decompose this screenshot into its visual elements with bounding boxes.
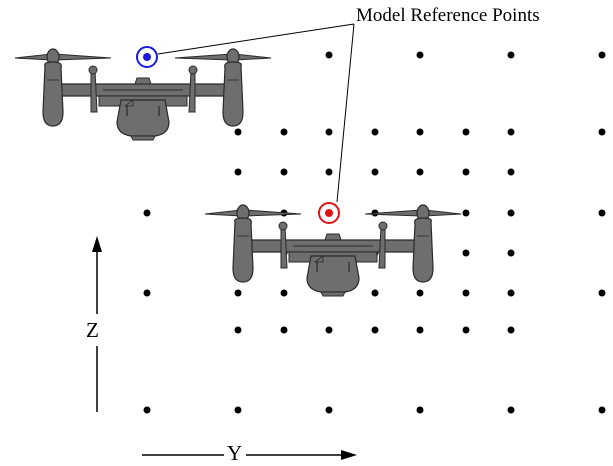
grid-dot [462, 209, 470, 217]
grid-dot [280, 168, 288, 176]
grid-dot [234, 406, 242, 414]
grid-dot [234, 168, 242, 176]
grid-dot [280, 289, 288, 297]
grid-dot [280, 128, 288, 136]
grid-dot [325, 51, 333, 59]
grid-dot [371, 326, 379, 334]
grid-dot [598, 406, 606, 414]
grid-dot [234, 128, 242, 136]
leader-line-red [336, 23, 355, 203]
grid-dot [598, 289, 606, 297]
grid-dot [462, 128, 470, 136]
grid-dot [462, 168, 470, 176]
grid-dot [507, 249, 515, 257]
z-axis-label: Z [86, 318, 99, 342]
grid-dot [371, 289, 379, 297]
grid-dot [507, 289, 515, 297]
grid-dot [416, 51, 424, 59]
reference-point-blue [136, 46, 158, 68]
grid-dot [234, 326, 242, 334]
diagram-title: Model Reference Points [356, 5, 540, 26]
leader-line-blue [157, 23, 355, 55]
grid-dot [325, 168, 333, 176]
grid-dot [462, 326, 470, 334]
grid-dot [371, 128, 379, 136]
reference-point-red [318, 202, 340, 224]
grid-dot [507, 326, 515, 334]
grid-dot [234, 289, 242, 297]
grid-dot [325, 406, 333, 414]
grid-dot [325, 326, 333, 334]
grid-dot [598, 209, 606, 217]
grid-dot [371, 168, 379, 176]
grid-dot [507, 209, 515, 217]
grid-dot [416, 289, 424, 297]
grid-dot [598, 128, 606, 136]
z-axis-arrow [92, 236, 102, 412]
grid-dot [325, 128, 333, 136]
reference-grid [143, 51, 606, 414]
y-axis-arrow [142, 450, 357, 460]
grid-dot [143, 406, 151, 414]
grid-dot [462, 249, 470, 257]
grid-dot [507, 51, 515, 59]
grid-dot [416, 168, 424, 176]
grid-dot [143, 289, 151, 297]
grid-dot [507, 168, 515, 176]
grid-dot [416, 326, 424, 334]
grid-dot [143, 209, 151, 217]
y-axis-label: Y [227, 441, 243, 465]
grid-dot [416, 406, 424, 414]
grid-dot [507, 128, 515, 136]
grid-dot [416, 128, 424, 136]
grid-dot [280, 326, 288, 334]
grid-dot [507, 406, 515, 414]
grid-dot [598, 51, 606, 59]
grid-dot [462, 289, 470, 297]
